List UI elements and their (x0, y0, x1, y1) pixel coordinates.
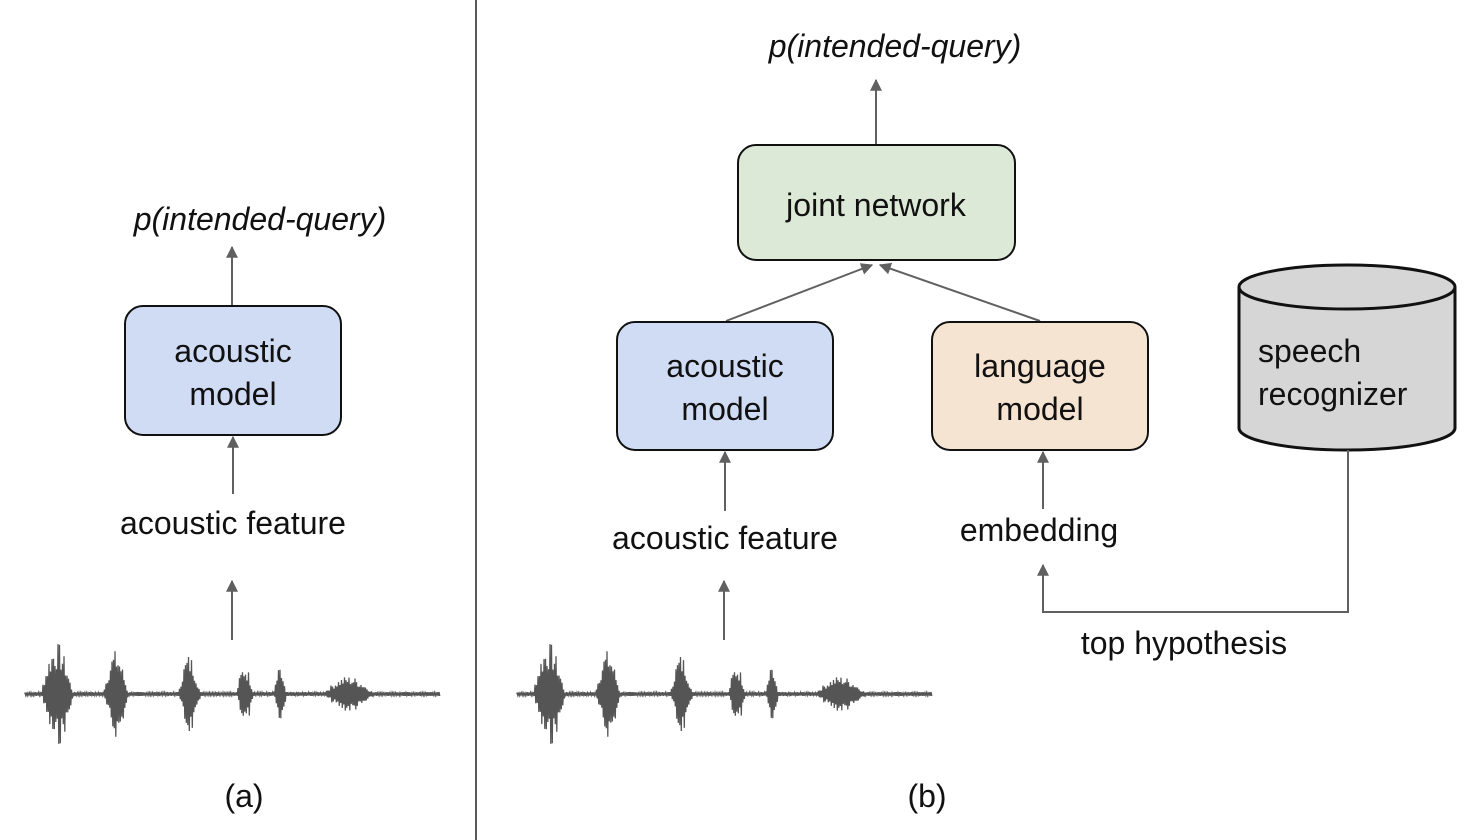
arrow-language-to-joint (878, 262, 1041, 322)
language-model-label-line1: language (974, 348, 1106, 384)
panel-a: p(intended-query) acoustic model acousti… (24, 201, 441, 814)
panel-b-acoustic-model-box (616, 321, 834, 451)
panel-a-acoustic-model-label-line1: acoustic (174, 333, 291, 369)
panel-b-feature-label: acoustic feature (612, 520, 838, 556)
arrow-acoustic-to-joint (725, 263, 874, 322)
language-model-label-line2: model (996, 391, 1083, 427)
panel-b-acoustic-model-label-line1: acoustic (666, 348, 783, 384)
panel-a-feature-label: acoustic feature (120, 505, 346, 541)
panel-b: p(intended-query) joint network acoustic… (516, 28, 1457, 814)
speech-recognizer-label-line1: speech (1258, 333, 1361, 369)
recognizer-to-embedding-connector (1037, 450, 1349, 613)
joint-network-box (737, 144, 1016, 261)
speech-recognizer-label-line2: recognizer (1258, 376, 1408, 412)
panel-b-acoustic-model-label-line2: model (681, 391, 768, 427)
panel-b-waveform (516, 644, 933, 744)
panel-a-acoustic-model-box (124, 305, 342, 436)
panel-a-output-label: p(intended-query) (133, 201, 387, 237)
panel-a-caption: (a) (224, 778, 263, 814)
panel-a-acoustic-model-label-line2: model (189, 376, 276, 412)
joint-network-label: joint network (785, 187, 967, 223)
panel-a-waveform (24, 644, 441, 744)
embedding-label: embedding (960, 512, 1118, 548)
speech-recognizer-cylinder: speech recognizer (1237, 263, 1457, 452)
panel-b-caption: (b) (907, 778, 946, 814)
language-model-box (931, 321, 1149, 451)
cylinder-top (1237, 263, 1457, 311)
panel-b-output-label: p(intended-query) (768, 28, 1022, 64)
top-hypothesis-label: top hypothesis (1081, 625, 1287, 661)
